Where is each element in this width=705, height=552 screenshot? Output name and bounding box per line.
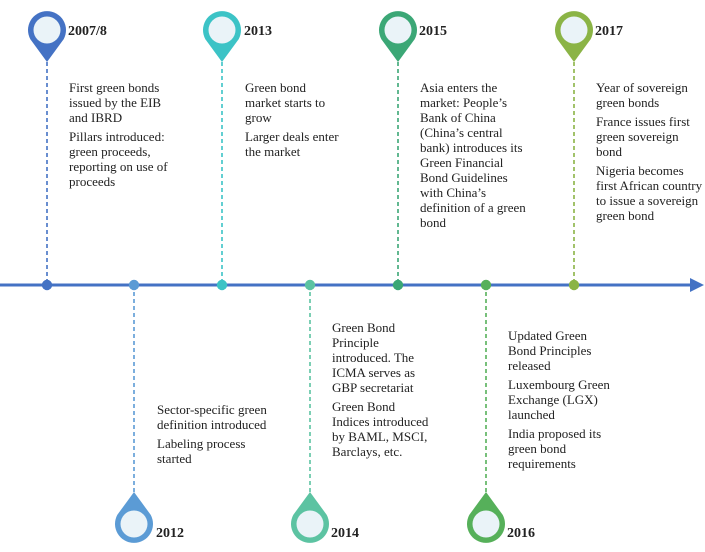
pin-inner-circle-2013 <box>208 16 236 44</box>
milestone-item: Updated Green Bond Principles released <box>508 328 592 373</box>
year-label-2007-8: 2007/8 <box>68 24 107 39</box>
milestone-item: Labeling process started <box>157 436 246 466</box>
axis-dot-2014 <box>304 279 316 291</box>
milestone-text-2012: Sector-specific green definition introdu… <box>157 402 269 470</box>
milestone-text-2007-8: First green bonds issued by the EIB and … <box>69 80 179 193</box>
axis-dot-2013 <box>216 279 228 291</box>
milestone-item: Pillars introduced: green proceeds, repo… <box>69 129 168 189</box>
axis-dot-2015 <box>392 279 404 291</box>
milestone-item: India proposed its green bond requiremen… <box>508 426 602 471</box>
axis-dot-2016 <box>480 279 492 291</box>
pin-inner-circle-2012 <box>120 510 148 538</box>
year-label-2016: 2016 <box>507 526 535 541</box>
year-label-2013: 2013 <box>244 24 272 39</box>
milestone-item: Asia enters the market: People’s Bank of… <box>420 80 526 230</box>
pin-inner-circle-2014 <box>296 510 324 538</box>
axis-dot-2012 <box>128 279 140 291</box>
milestone-item: Luxembourg Green Exchange (LGX) launched <box>508 377 610 422</box>
year-label-2017: 2017 <box>595 24 623 39</box>
pin-inner-circle-2016 <box>472 510 500 538</box>
axis-dot-2017 <box>568 279 580 291</box>
milestone-text-2017: Year of sovereign green bonds France iss… <box>596 80 704 227</box>
milestone-item: Year of sovereign green bonds <box>596 80 688 110</box>
milestone-item: Green Bond Indices introduced by BAML, M… <box>332 399 429 459</box>
milestone-item: First green bonds issued by the EIB and … <box>69 80 162 125</box>
milestone-item: Sector-specific green definition introdu… <box>157 402 267 432</box>
milestone-item: Green bond market starts to grow <box>245 80 326 125</box>
axis-dot-2007-8 <box>41 279 53 291</box>
milestone-text-2016: Updated Green Bond Principles released L… <box>508 328 616 475</box>
milestone-text-2015: Asia enters the market: People’s Bank of… <box>420 80 528 234</box>
milestone-item: Larger deals enter the market <box>245 129 339 159</box>
milestone-item: Green Bond Principle introduced. The ICM… <box>332 320 416 395</box>
year-label-2014: 2014 <box>331 526 359 541</box>
milestone-text-2014: Green Bond Principle introduced. The ICM… <box>332 320 432 463</box>
milestone-item: Nigeria becomes first African country to… <box>596 163 703 223</box>
milestone-item: France issues first green sovereign bond <box>596 114 690 159</box>
milestone-text-2013: Green bond market starts to grow Larger … <box>245 80 345 163</box>
axis-arrowhead-icon <box>690 278 704 292</box>
year-label-2012: 2012 <box>156 526 184 541</box>
pin-inner-circle-2015 <box>384 16 412 44</box>
pin-inner-circle-2017 <box>560 16 588 44</box>
year-label-2015: 2015 <box>419 24 447 39</box>
pin-inner-circle-2007-8 <box>33 16 61 44</box>
